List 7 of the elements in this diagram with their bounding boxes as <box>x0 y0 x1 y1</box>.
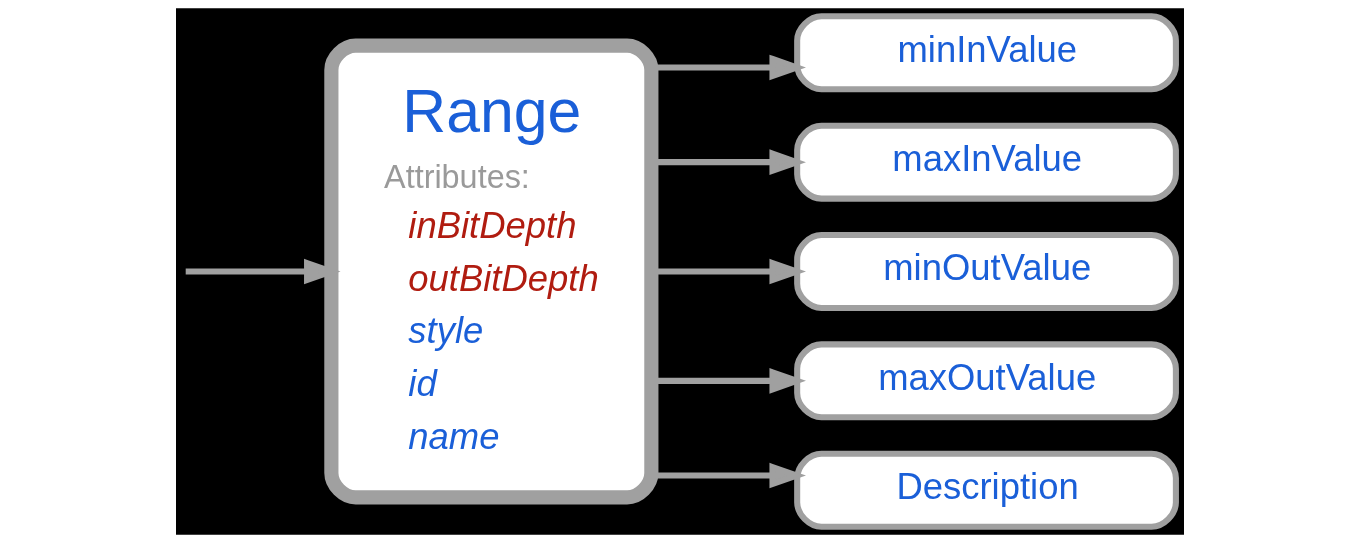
node-box: Range Attributes: inBitDepth outBitDepth style id name <box>324 38 659 505</box>
node-box: maxInValue <box>794 122 1179 202</box>
node-box: minInValue <box>794 13 1179 93</box>
node-box: minOutValue <box>794 232 1179 311</box>
arrow <box>185 258 341 285</box>
node-box: Description <box>794 450 1179 530</box>
node-box: maxOutValue <box>794 341 1179 421</box>
